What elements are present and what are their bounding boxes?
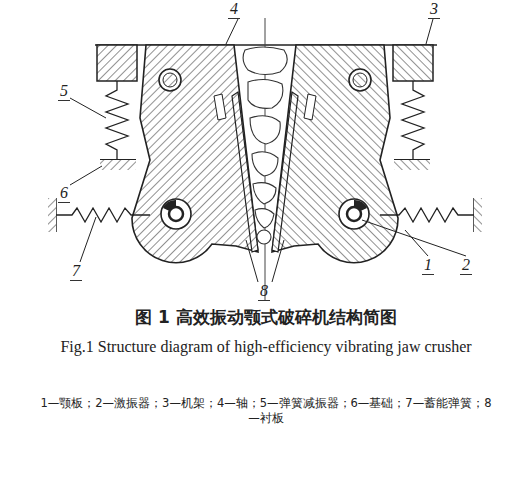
callout-number: 5 [58, 82, 70, 101]
callout-number: 3 [428, 0, 440, 19]
parts-key: 1—颚板；2—激振器；3—机架；4—轴；5—弹簧减振器；6—基础；7—蓄能弹簧；… [36, 396, 496, 426]
figure-caption: 图 1 高效振动颚式破碎机结构简图 [46, 306, 486, 329]
callout-number: 1 [422, 256, 434, 275]
callout-number: 8 [258, 282, 270, 301]
callout-number: 7 [70, 262, 82, 281]
callout-number: 4 [228, 0, 240, 19]
english-caption: Fig.1 Structure diagram of high-efficien… [46, 334, 486, 360]
callout-number: 6 [58, 184, 70, 203]
callout-number: 2 [460, 256, 472, 275]
